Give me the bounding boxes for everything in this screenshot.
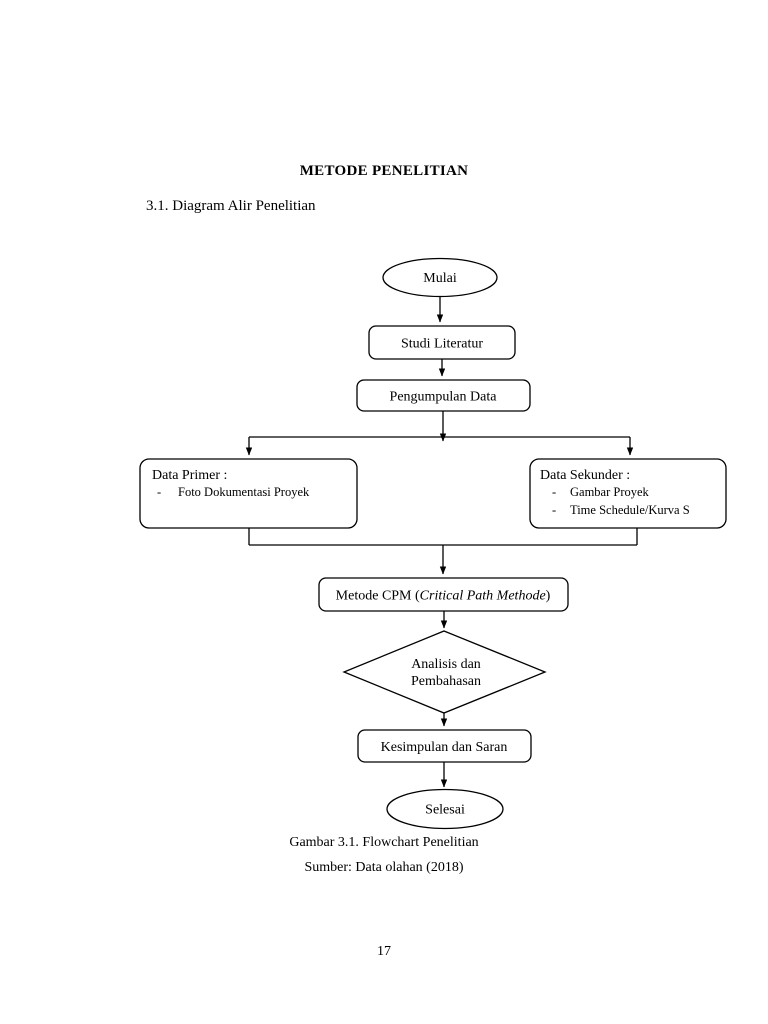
method-label-close: ) (546, 589, 551, 604)
flow-node-end: Selesai (386, 788, 504, 830)
decision-label-line2: Pembahasan (411, 674, 481, 689)
flow-node-secondary-data: Data Sekunder : - Gambar Proyek - Time S… (529, 458, 727, 529)
secondary-item-1-bullet: - (552, 503, 556, 517)
start-ellipse-shape (382, 257, 498, 298)
study-box-shape (368, 325, 516, 360)
section-heading: 3.1. Diagram Alir Penelitian (146, 198, 316, 214)
flow-connectors (245, 297, 638, 788)
primary-item-0-text: Foto Dokumentasi Proyek (178, 485, 310, 499)
primary-title: Data Primer : (152, 468, 227, 483)
method-label-italic: Critical Path Methode (420, 589, 546, 604)
secondary-item-0-bullet: - (552, 485, 556, 499)
end-ellipse-shape (386, 788, 504, 830)
end-label: Selesai (425, 803, 465, 818)
conclusion-label: Kesimpulan dan Saran (381, 740, 508, 755)
flow-node-start: Mulai (382, 257, 498, 298)
secondary-title: Data Sekunder : (540, 468, 630, 483)
primary-item-0-bullet: - (157, 485, 161, 499)
flow-node-study: Studi Literatur (368, 325, 516, 360)
flow-node-method: Metode CPM (Critical Path Methode) (318, 577, 569, 612)
conclusion-box-shape (357, 729, 532, 763)
chapter-title: METODE PENELITIAN (299, 163, 469, 179)
collect-label: Pengumpulan Data (390, 390, 498, 405)
method-box-shape (318, 577, 569, 612)
flow-node-primary-data: Data Primer : - Foto Dokumentasi Proyek (139, 458, 358, 529)
figure-caption: Gambar 3.1. Flowchart Penelitian (289, 835, 479, 850)
figure-source: Sumber: Data olahan (2018) (304, 860, 464, 875)
primary-box-shape (139, 458, 358, 529)
method-label: Metode CPM (Critical Path Methode) (336, 589, 551, 604)
study-label: Studi Literatur (401, 337, 483, 352)
flow-node-collect: Pengumpulan Data (356, 379, 531, 412)
secondary-box-shape (529, 458, 727, 529)
method-label-plain: Metode CPM ( (336, 589, 420, 604)
flow-node-decision: Analisis dan Pembahasan (342, 630, 547, 714)
secondary-item-0-text: Gambar Proyek (570, 485, 650, 499)
collect-box-shape (356, 379, 531, 412)
decision-diamond-shape (342, 630, 547, 714)
secondary-item-1-text: Time Schedule/Kurva S (570, 503, 690, 517)
flow-node-conclusion: Kesimpulan dan Saran (357, 729, 532, 763)
decision-label-line1: Analisis dan (411, 657, 481, 672)
start-label: Mulai (423, 271, 457, 286)
page-number: 17 (377, 944, 391, 959)
